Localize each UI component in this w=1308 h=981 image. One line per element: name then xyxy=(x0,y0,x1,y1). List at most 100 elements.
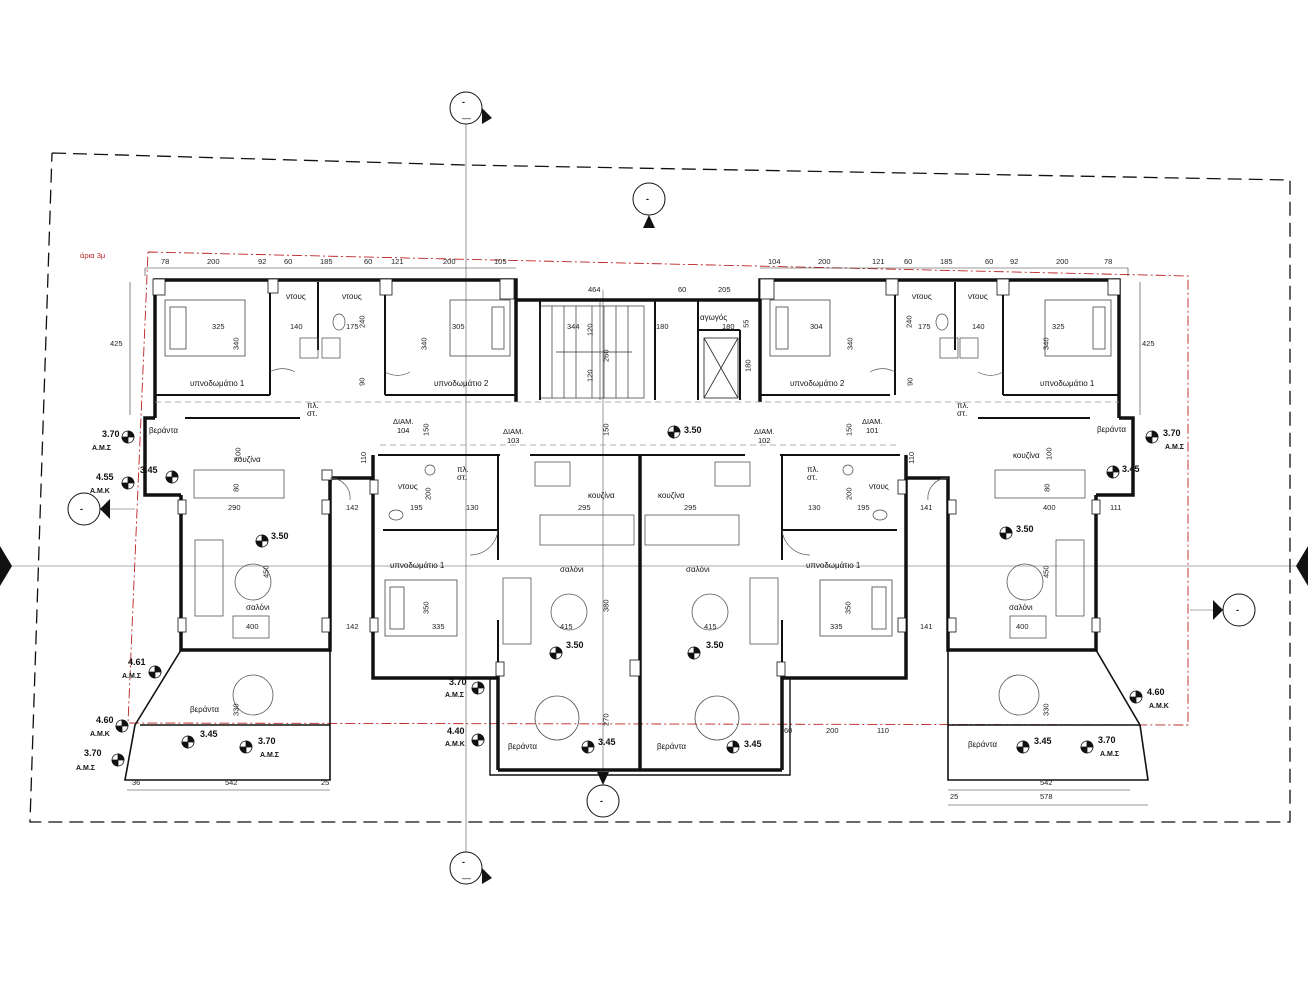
dim-150-l: 150 xyxy=(421,423,431,437)
section-marker-mid-label: - xyxy=(646,194,649,204)
exterior-walls xyxy=(143,278,1135,772)
level-440: 4.40 xyxy=(447,726,465,736)
dim-350-l: 350 xyxy=(421,601,431,615)
dim-36: 36 xyxy=(132,778,141,787)
dim-175-l: 175 xyxy=(346,322,359,331)
dim-195-r: 195 xyxy=(857,503,870,512)
dim-290: 290 xyxy=(228,503,241,512)
dim-450-r: 450 xyxy=(1041,565,1051,579)
level-370-d: 3.70 xyxy=(258,736,276,746)
dim-25-bottom: 25 xyxy=(950,792,959,801)
columns xyxy=(152,278,1121,677)
furniture xyxy=(193,461,1086,741)
elevator xyxy=(703,337,739,399)
dim-110-bottom: 110 xyxy=(877,726,889,735)
dim-180-a: 180 xyxy=(656,322,669,331)
room-veranda-small-right: βεράντα xyxy=(1097,425,1127,434)
room-duct: αγωγός xyxy=(700,313,728,322)
room-veranda-small-left: βεράντα xyxy=(149,426,179,435)
dim-110-r: 110 xyxy=(907,451,917,464)
setback-note: άρια 3μ xyxy=(80,251,106,260)
level-370-c: 3.70 xyxy=(84,748,102,758)
dim-400-r: 400 xyxy=(1043,503,1056,512)
section-marker-top xyxy=(449,91,492,125)
level-amk-d: Α.Μ.Κ xyxy=(1149,703,1169,710)
dim-195-l: 195 xyxy=(410,503,423,512)
room-bedroom-2-left: υπνοδωμάτιο 2 xyxy=(434,379,489,388)
section-marker-bottom-label: - xyxy=(462,857,465,867)
dim-200-r: 200 xyxy=(844,487,854,501)
top-dim-r2: 200 xyxy=(818,257,831,266)
dim-142-b: 142 xyxy=(346,622,359,631)
room-veranda-3: βεράντα xyxy=(657,742,687,751)
dim-340-ml: 340 xyxy=(419,337,429,351)
dim-400-l: 400 xyxy=(246,622,259,631)
level-460-a: 4.60 xyxy=(96,715,114,725)
dim-415-r: 415 xyxy=(704,622,717,631)
bathroom-fixtures xyxy=(299,313,979,521)
dim-270: 270 xyxy=(601,713,611,727)
level-ams-c: Α.Μ.Σ xyxy=(122,673,141,680)
apartment-101: ΔΙΑΜ. 101 xyxy=(862,417,883,435)
level-370-a: 3.70 xyxy=(102,429,120,439)
veranda-center xyxy=(489,678,791,776)
interior-walls xyxy=(155,282,1119,678)
level-370-e: 3.70 xyxy=(449,677,467,687)
top-dim-3: 92 xyxy=(258,257,267,266)
dim-90-l: 90 xyxy=(357,377,367,386)
room-shower-3: ντους xyxy=(912,292,932,301)
room-shower-4: ντους xyxy=(968,292,988,301)
dim-55: 55 xyxy=(741,319,751,328)
dim-25-left-bottom: 25 xyxy=(321,778,330,787)
level-345-e: 3.45 xyxy=(744,739,762,749)
dim-325-l: 325 xyxy=(212,322,225,331)
dim-304: 304 xyxy=(810,322,823,331)
dim-350-r: 350 xyxy=(843,601,853,615)
corridor xyxy=(155,401,1119,446)
room-kitchen-left: κουζίνα xyxy=(234,455,261,464)
level-345-a: 3.45 xyxy=(140,465,158,475)
dim-380: 380 xyxy=(601,599,611,613)
top-dim-7: 121 xyxy=(391,257,404,266)
level-ams-g: Α.Μ.Σ xyxy=(1100,751,1119,758)
dim-180-b: 180 xyxy=(722,322,735,331)
section-marker-top-label-low: — xyxy=(462,113,471,123)
room-shower-1: ντους xyxy=(286,292,306,301)
level-345-f: 3.45 xyxy=(1034,736,1052,746)
apartment-104: ΔΙΑΜ. 104 xyxy=(393,417,414,435)
veranda-left xyxy=(124,649,331,781)
room-veranda-1: βεράντα xyxy=(190,705,220,714)
dim-542-r: 542 xyxy=(1040,778,1053,787)
section-marker-bottom-label-low: — xyxy=(462,873,471,883)
dim-150-corridor: 150 xyxy=(601,423,611,437)
top-dim-8: 200 xyxy=(443,257,456,266)
door-swings xyxy=(269,368,1004,556)
dim-295-l: 295 xyxy=(578,503,591,512)
level-455: 4.55 xyxy=(96,472,114,482)
room-living-center-left: σαλόνι xyxy=(560,565,584,574)
dim-425-r: 425 xyxy=(1142,339,1155,348)
level-ams-a: Α.Μ.Σ xyxy=(92,445,111,452)
dim-141-b: 141 xyxy=(920,622,933,631)
level-345-c: 3.45 xyxy=(200,729,218,739)
room-living-right: σαλόνι xyxy=(1009,603,1033,612)
section-marker-center-low-label: - xyxy=(600,796,603,806)
dim-542-l: 542 xyxy=(225,778,238,787)
dim-80-r: 80 xyxy=(1042,483,1052,492)
room-living-left: σαλόνι xyxy=(246,603,270,612)
dim-175-r: 175 xyxy=(918,322,931,331)
edge-marker-left xyxy=(0,546,12,586)
dim-340-r: 340 xyxy=(1041,337,1051,351)
top-dim-r4: 60 xyxy=(904,257,913,266)
dim-578: 578 xyxy=(1040,792,1053,801)
room-bedroom-inner-left: υπνοδωμάτιο 1 xyxy=(390,561,445,570)
room-storage-1: πλ. στ. xyxy=(307,401,319,418)
room-veranda-2: βεράντα xyxy=(508,742,538,751)
stair-dim-2: 60 xyxy=(678,285,687,294)
level-350-d: 3.50 xyxy=(706,640,724,650)
dim-90-r: 90 xyxy=(905,377,915,386)
apartment-102: ΔΙΑΜ. 102 xyxy=(754,427,775,445)
axis-lines xyxy=(8,110,1300,860)
section-marker-center-low xyxy=(586,772,620,818)
dim-240-r: 240 xyxy=(904,315,914,329)
